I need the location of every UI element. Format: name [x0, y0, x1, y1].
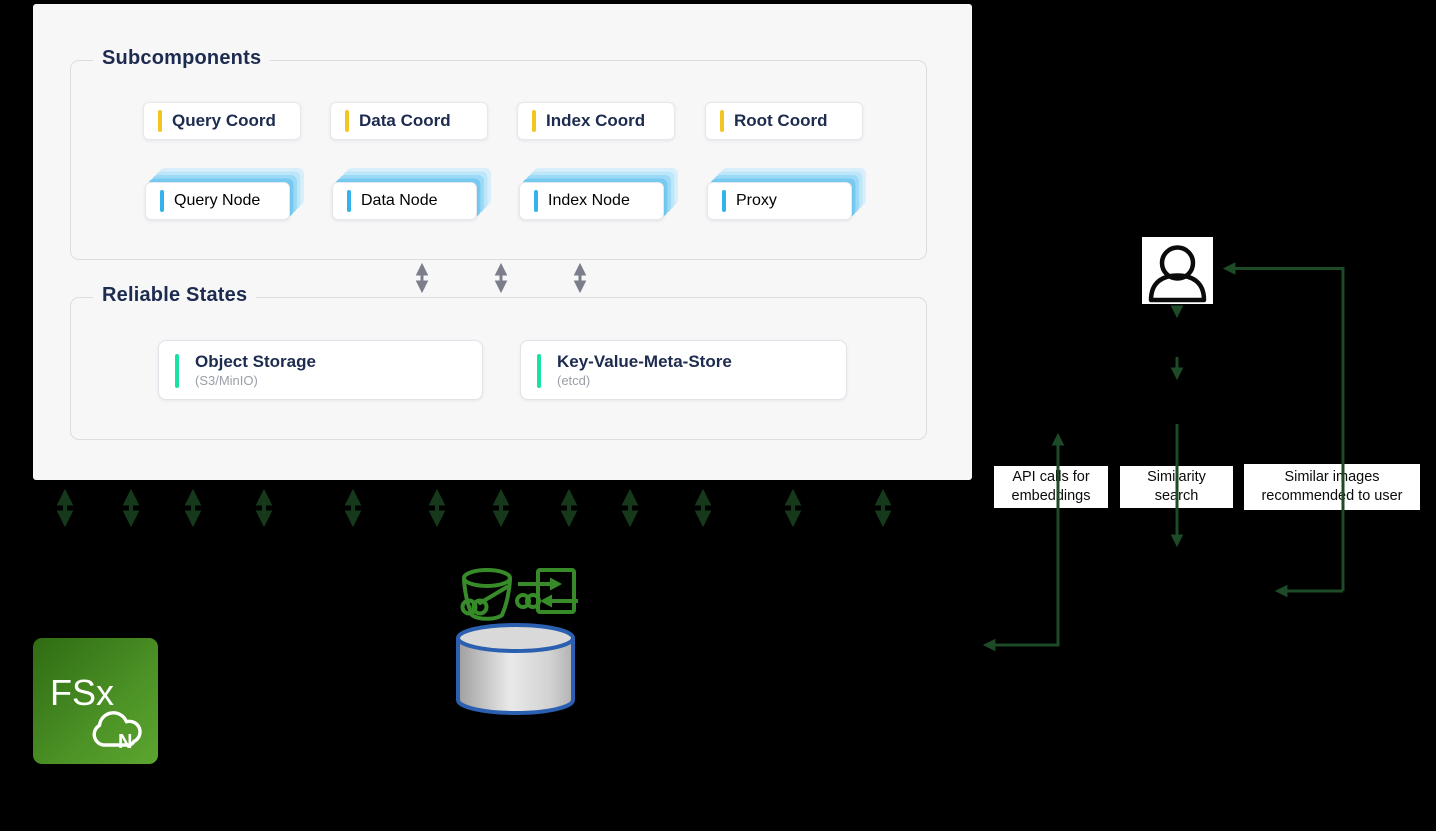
blue-accent-bar — [347, 190, 351, 212]
subcomponents-title: Subcomponents — [93, 47, 271, 70]
subcomponents-group: Subcomponents — [70, 47, 927, 260]
user-icon — [1142, 237, 1213, 304]
yellow-accent-bar — [532, 110, 536, 132]
sync-gateway-icon — [515, 568, 578, 614]
label-api-calls: API calls for embeddings — [994, 466, 1108, 508]
box-label: Index Coord — [546, 111, 646, 130]
panel-io-double-arrows — [56, 488, 892, 528]
store-name: Object Storage — [195, 352, 316, 371]
fsx-label: FSx — [50, 672, 115, 713]
reliable-states-title: Reliable States — [93, 284, 257, 307]
box-object-storage: Object Storage (S3/MinIO) — [158, 340, 483, 400]
store-detail: (S3/MinIO) — [195, 373, 258, 388]
store-detail: (etcd) — [557, 373, 591, 388]
user-flow-lines — [982, 262, 1345, 652]
box-index-node: Index Node — [519, 168, 678, 220]
s3-bucket-icon — [460, 568, 512, 621]
box-index-coord: Index Coord — [517, 102, 675, 140]
box-label: Root Coord — [734, 111, 828, 130]
box-key-value-meta-store: Key-Value-Meta-Store (etcd) — [520, 340, 847, 400]
box-label: Proxy — [736, 192, 777, 209]
teal-accent-bar — [175, 354, 179, 388]
label-similar-images: Similar images recommended to user — [1244, 464, 1420, 510]
yellow-accent-bar — [720, 110, 724, 132]
label-text: API calls for embeddings — [1011, 468, 1091, 504]
yellow-accent-bar — [158, 110, 162, 132]
blue-accent-bar — [160, 190, 164, 212]
box-label: Data Node — [361, 192, 438, 209]
label-text: Similar images recommended to user — [1261, 468, 1403, 504]
milvus-panel: Subcomponents Query Coord Data Coord Ind… — [33, 4, 972, 480]
database-cylinder-icon — [456, 623, 575, 715]
box-query-coord: Query Coord — [143, 102, 301, 140]
svg-text:N: N — [118, 731, 132, 753]
box-root-coord: Root Coord — [705, 102, 863, 140]
arrow-api-left — [982, 437, 1060, 652]
fsx-ontap-icon: FSx N — [33, 638, 158, 764]
double-arrow-icon — [415, 262, 587, 294]
box-data-coord: Data Coord — [330, 102, 488, 140]
storage-icons — [456, 568, 578, 715]
box-label: Data Coord — [359, 111, 451, 130]
box-label: Index Node — [548, 192, 630, 209]
arrow-to-user — [1222, 262, 1345, 591]
box-label: Query Node — [174, 192, 261, 209]
yellow-accent-bar — [345, 110, 349, 132]
store-name: Key-Value-Meta-Store — [557, 352, 732, 371]
cloud-icon: N — [92, 711, 142, 753]
blue-accent-bar — [722, 190, 726, 212]
box-proxy: Proxy — [707, 168, 866, 220]
box-label: Query Coord — [172, 111, 276, 130]
teal-accent-bar — [537, 354, 541, 388]
blue-accent-bar — [534, 190, 538, 212]
reliable-states-group: Reliable States — [70, 284, 927, 440]
box-data-node: Data Node — [332, 168, 491, 220]
box-query-node: Query Node — [145, 168, 304, 220]
